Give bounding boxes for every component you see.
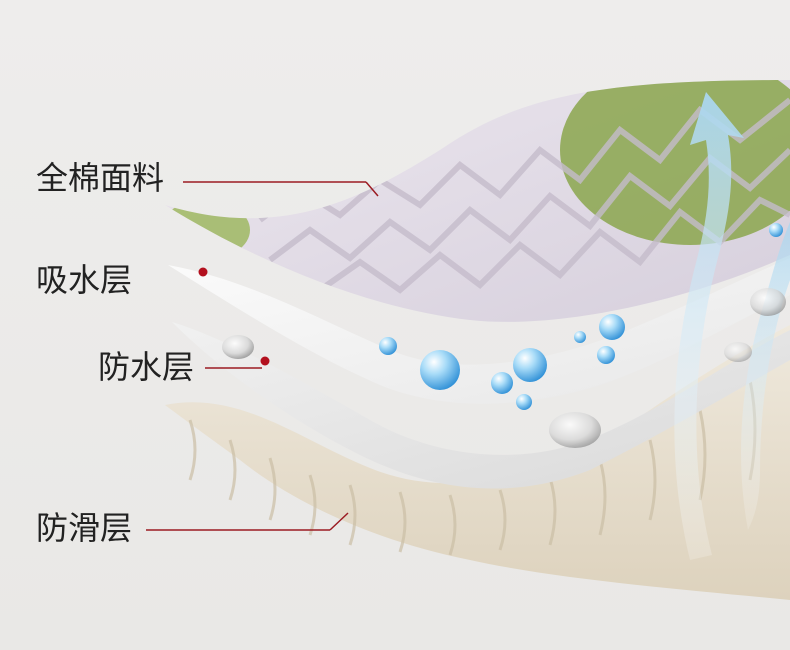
- leader-line-waterproof: [205, 356, 270, 369]
- waterproof-layer-shape: [172, 322, 790, 489]
- absorbent-layer-shape: [168, 258, 790, 404]
- leader-line-absorbent: [198, 267, 208, 277]
- absorbent-layer-label: 吸水层: [36, 261, 133, 299]
- waterproof-layer-label: 防水层: [98, 348, 195, 386]
- cotton-fabric-label: 全棉面料: [36, 159, 165, 197]
- antislip-layer-label: 防滑层: [36, 509, 133, 547]
- leader-line-antislip: [146, 512, 349, 531]
- water-drop-icon: [379, 223, 783, 410]
- water-bead-icon: [222, 288, 786, 448]
- leader-line-cotton: [183, 181, 379, 197]
- cotton-fabric-layer-shape: [165, 80, 790, 322]
